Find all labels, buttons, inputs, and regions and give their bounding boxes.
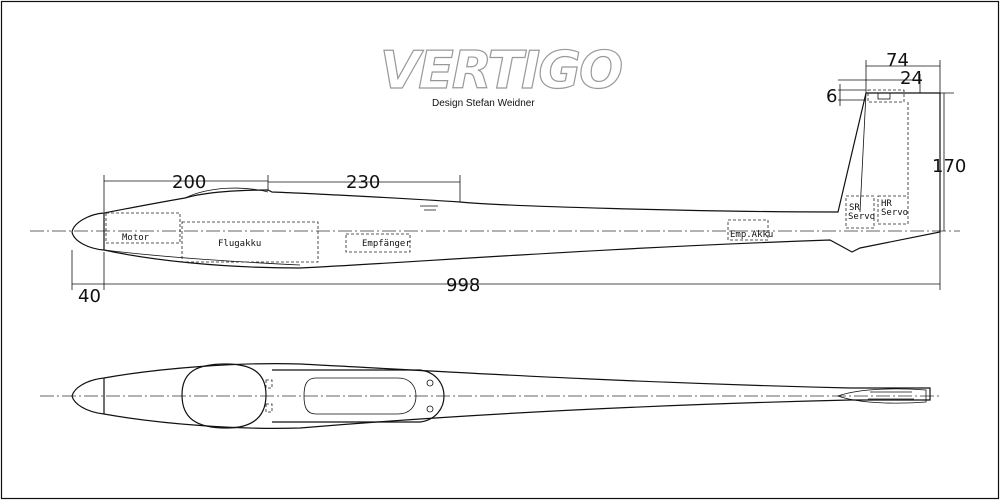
top-wing-hatch — [272, 369, 445, 423]
rudder-servo-label-bottom: Servo — [848, 212, 875, 222]
flight-battery-label: Flugakku — [218, 239, 261, 249]
wing-bolt-front — [426, 379, 434, 387]
top-canopy — [181, 363, 267, 429]
side-view: Motor Flugakku Empfänger Emp.Akku SR Ser… — [30, 89, 960, 269]
dim-fin-top-chord: 74 — [886, 50, 909, 71]
dim-fin-height: 170 — [932, 156, 966, 177]
motor-label: Motor — [122, 233, 150, 243]
elevator-servo-label-bottom: Servo — [881, 208, 908, 218]
fin-top-fitting — [877, 92, 891, 100]
top-view — [40, 363, 940, 429]
dim-fin-top-inner: 24 — [900, 68, 923, 89]
top-wing-opening — [303, 377, 417, 415]
dim-fin-top-thickness: 6 — [826, 86, 837, 107]
elevator-servo-label-top: HR — [881, 199, 892, 209]
fin-hinge — [859, 92, 867, 213]
dim-total-length: 998 — [446, 275, 480, 296]
rudder-servo-label-top: SR — [849, 203, 860, 213]
dim-fuselage-front: 200 — [172, 172, 206, 193]
motor-box — [105, 212, 181, 244]
dim-canopy: 230 — [346, 172, 380, 193]
elevator-servo-box — [877, 195, 909, 225]
receiver-label: Empfänger — [362, 239, 411, 249]
side-belly-line — [103, 249, 301, 266]
vertigo-logo: VERTIGO — [380, 41, 622, 101]
fin-top-box — [867, 89, 905, 103]
receiver-box — [345, 233, 411, 253]
designer-credit: Design Stefan Weidner — [432, 98, 535, 109]
top-tail-fitting — [836, 388, 927, 404]
dimension-lines: 200 230 998 40 170 74 24 6 — [71, 50, 966, 307]
receiver-battery-label: Emp.Akku — [730, 230, 773, 240]
wing-mount — [420, 205, 438, 211]
side-canopy — [184, 187, 269, 199]
flight-battery-box — [181, 221, 319, 263]
top-fuselage-outline — [71, 363, 931, 429]
receiver-battery-box — [727, 219, 769, 241]
wing-bolt-rear — [426, 405, 434, 413]
dim-nose-offset: 40 — [78, 286, 101, 307]
